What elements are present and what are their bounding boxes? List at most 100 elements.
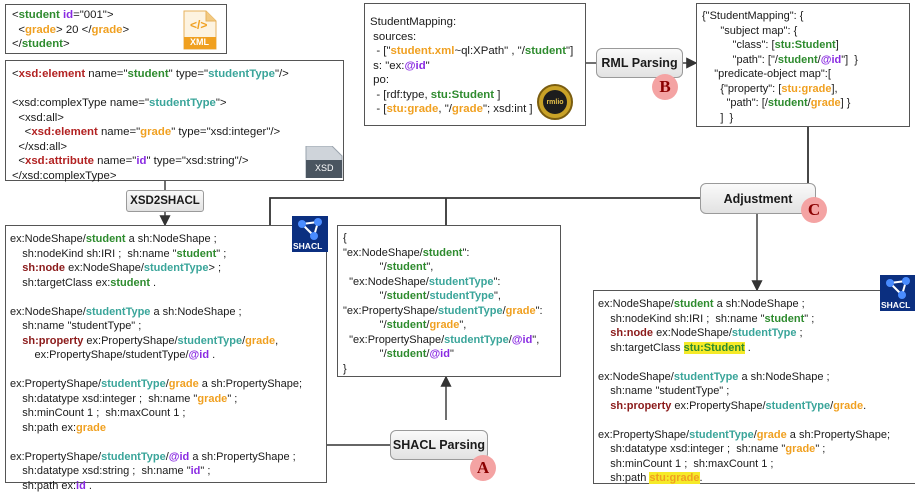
xsd-icon-label: XSD — [315, 163, 334, 173]
code-token: > ; — [208, 262, 221, 274]
code-token: student — [674, 298, 714, 310]
code-token: ex:NodeShape/ — [598, 371, 674, 383]
code-line: sh:name "studentType" ; — [10, 319, 302, 334]
code-line: "ex:PropertyShape/studentType/@id", — [343, 333, 543, 348]
code-token: grade — [506, 305, 536, 317]
code-token: "ex:NodeShape/ — [343, 276, 429, 288]
code-token: id — [136, 155, 146, 167]
code-token: "path": [/ — [702, 97, 768, 109]
code-token: . — [150, 277, 156, 289]
code-token: a sh:NodeShape ; — [738, 371, 829, 383]
code-token: ex:PropertyShape/ — [671, 400, 765, 412]
code-token: ": — [493, 276, 500, 288]
code-token: student — [768, 97, 808, 109]
rmlio-logo-icon: rmlio — [537, 84, 573, 120]
code-token: id — [76, 480, 86, 492]
step-c-badge: C — [801, 197, 827, 223]
rmlio-logo-text: rmlio — [546, 99, 563, 106]
code-token: "ex:NodeShape/ — [343, 247, 423, 259]
code-line: "ex:NodeShape/studentType": — [343, 275, 543, 290]
code-token: a sh:PropertyShape ; — [189, 451, 295, 463]
code-token: - [rdf:type, — [370, 89, 431, 101]
code-token: sources: — [370, 31, 416, 43]
code-token: sh:nodeKind sh:IRI ; sh:name " — [598, 313, 765, 325]
code-token: student — [765, 313, 805, 325]
code-token — [10, 262, 22, 274]
code-token: ", — [426, 261, 433, 273]
code-line: "ex:NodeShape/student": — [343, 246, 543, 261]
code-line: {"property": [stu:grade], — [702, 82, 858, 97]
code-line — [12, 82, 289, 97]
code-token: ": — [462, 247, 469, 259]
code-token: id — [63, 9, 73, 21]
code-token: ], — [831, 83, 837, 95]
code-line: "/student/@id" — [343, 347, 543, 362]
code-line: po: — [370, 73, 573, 88]
code-token: "/ — [343, 319, 387, 331]
code-line: sh:minCount 1 ; sh:maxCount 1 ; — [598, 457, 890, 472]
code-token: ex:PropertyShape/ — [83, 335, 177, 347]
code-token: student — [387, 290, 427, 302]
code-line: ex:PropertyShape/studentType/@id . — [10, 348, 302, 363]
code-token: a sh:NodeShape ; — [126, 233, 217, 245]
code-token: sh:property — [22, 335, 83, 347]
code-line — [598, 413, 890, 428]
code-token: "/ — [343, 261, 387, 273]
code-token: grade — [452, 103, 483, 115]
code-token: " type="xsd:integer"/> — [171, 126, 280, 138]
code-token: studentType — [144, 262, 209, 274]
code-token: StudentMapping: — [370, 16, 456, 28]
code-line: <xsd:element name="grade" type="xsd:inte… — [12, 125, 289, 140]
code-token: s: "ex: — [370, 60, 404, 72]
code-line: sh:nodeKind sh:IRI ; sh:name "student" ; — [598, 312, 890, 327]
xsd-code: <xsd:element name="student" type="studen… — [12, 67, 289, 183]
code-token: . — [86, 480, 92, 492]
code-token: > 20 </ — [56, 24, 91, 36]
adjusted-shacl-code: ex:NodeShape/student a sh:NodeShape ; sh… — [598, 297, 890, 486]
code-token: ] — [494, 89, 500, 101]
code-token: "; xsd:int ] — [483, 103, 533, 115]
code-line: </student> — [12, 37, 129, 52]
code-line: <student id="001"> — [12, 8, 129, 23]
code-line: sources: — [370, 30, 573, 45]
code-token: @id — [169, 451, 190, 463]
code-token: @id — [512, 334, 533, 346]
code-token: sh:property — [610, 400, 671, 412]
code-line: sh:node ex:NodeShape/studentType> ; — [10, 261, 302, 276]
code-token: xsd:attribute — [25, 155, 94, 167]
code-token — [10, 335, 22, 347]
code-token: sh:path — [598, 472, 649, 484]
code-token: student — [387, 261, 427, 273]
shape-path-map-code: {"ex:NodeShape/student": "/student", "ex… — [343, 231, 543, 376]
code-token: id — [191, 465, 201, 477]
code-token: " — [450, 348, 454, 360]
code-token: student — [22, 38, 63, 50]
code-token: " type="xsd:string"/> — [146, 155, 248, 167]
code-token: </ — [12, 38, 22, 50]
code-token: studentType — [429, 276, 494, 288]
code-token: </xsd:complexType> — [12, 170, 116, 182]
code-token — [598, 327, 610, 339]
code-token: grade — [197, 393, 227, 405]
code-token: < — [12, 155, 25, 167]
code-line: sh:property ex:PropertyShape/studentType… — [598, 399, 890, 414]
code-token: "ex:PropertyShape/ — [343, 334, 444, 346]
code-token: student — [128, 68, 169, 80]
code-token: "/ — [343, 290, 387, 302]
xml-file-icon: </> XML — [182, 9, 218, 51]
code-line: sh:property ex:PropertyShape/studentType… — [10, 334, 302, 349]
code-token: sh:nodeKind sh:IRI ; sh:name " — [10, 248, 177, 260]
code-token: po: — [370, 74, 389, 86]
code-token: ", — [532, 334, 539, 346]
xml-icon-label: XML — [190, 37, 209, 47]
code-line: "predicate-object map":[ — [702, 67, 858, 82]
rml-mapping-box: StudentMapping: sources: - ["student.xml… — [364, 3, 586, 126]
code-token: studentType — [689, 429, 754, 441]
code-line: ] } — [702, 111, 858, 126]
code-line: "/student", — [343, 260, 543, 275]
code-token: "ex:PropertyShape/ — [343, 305, 438, 317]
code-token: - [ — [370, 103, 386, 115]
code-token: studentType — [732, 327, 797, 339]
code-token: ": — [536, 305, 543, 317]
code-token: a sh:NodeShape ; — [150, 306, 241, 318]
